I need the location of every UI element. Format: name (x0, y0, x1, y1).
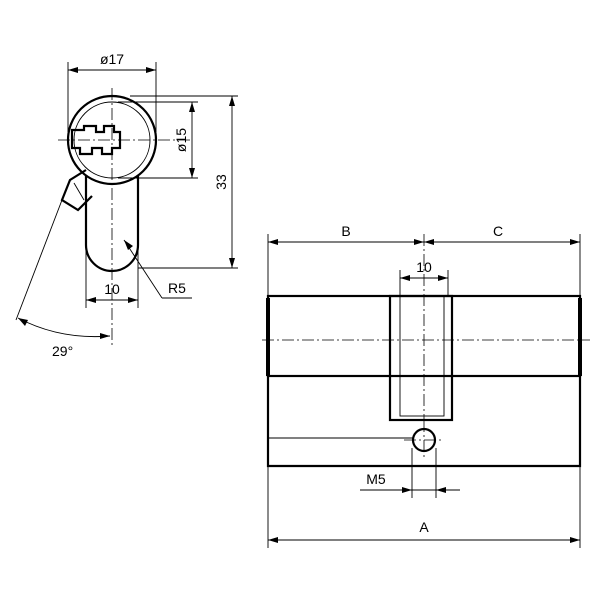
arrow (402, 487, 412, 493)
dim-c-label: C (493, 223, 503, 239)
arrow (86, 297, 96, 303)
side-lower-body (266, 376, 582, 468)
arrow (268, 239, 278, 245)
arrow (424, 239, 434, 245)
dim-10-left-label: 10 (104, 281, 120, 297)
dim-a-label: A (419, 519, 429, 535)
arrow (570, 537, 580, 543)
dim-r5-label: R5 (168, 280, 186, 296)
arrow (400, 275, 410, 281)
arrow (570, 239, 580, 245)
profile-view: ø17 ø15 33 10 R5 29° (15, 51, 238, 359)
dim-10-right-label: 10 (416, 259, 432, 275)
arrow (414, 239, 424, 245)
arrow (18, 318, 28, 326)
dim-b-label: B (341, 223, 350, 239)
arrow (68, 67, 78, 73)
dim-m5-label: M5 (366, 471, 386, 487)
arrow (436, 487, 446, 493)
arrow (124, 240, 133, 250)
arrow (229, 258, 235, 268)
arrow (146, 67, 156, 73)
cam-slot-inner (399, 295, 445, 417)
dim-o15-label: ø15 (173, 128, 189, 152)
arrow (438, 275, 448, 281)
arrow (128, 297, 138, 303)
dim-29-arc (17, 317, 111, 338)
dim-29-leg (15, 199, 63, 321)
dim-r5-leader (123, 239, 163, 299)
arrow (189, 168, 195, 178)
dim-29-label: 29° (52, 343, 73, 359)
arrow (100, 333, 110, 339)
cam-inner-line (73, 182, 85, 201)
arrow (229, 96, 235, 106)
dim-o17-label: ø17 (100, 51, 124, 67)
cam-slot-outer (388, 294, 454, 422)
side-view: B C 10 M5 A (262, 223, 590, 548)
arrow (268, 537, 278, 543)
arrow (189, 102, 195, 112)
dim-33-label: 33 (213, 174, 229, 190)
